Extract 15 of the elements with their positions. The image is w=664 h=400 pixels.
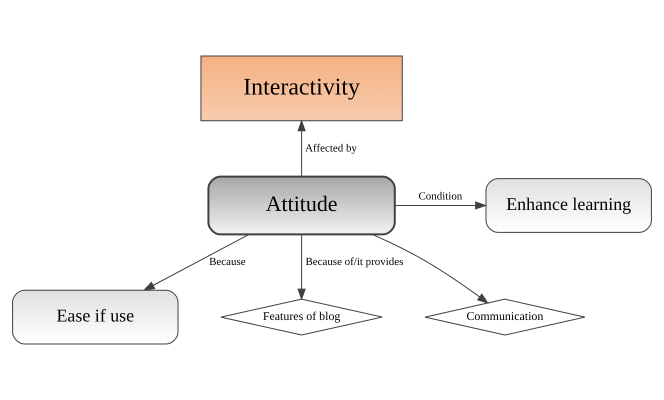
edge-label: Because of/it provides (305, 256, 404, 268)
node-box: Ease if use (12, 290, 179, 345)
node-box: Interactivity (200, 55, 403, 122)
node-diamond: Features of blog (220, 298, 383, 336)
arrow (297, 119, 306, 177)
arrow (142, 234, 250, 291)
node-diamond: Communication (424, 298, 586, 336)
edge-label: Condition (418, 190, 462, 202)
arrow (372, 234, 489, 304)
node-box: Enhance learning (485, 178, 652, 233)
edge-label: Affected by (305, 142, 357, 154)
arrow (394, 201, 488, 210)
arrow (297, 234, 306, 301)
node-box: Attitude (207, 176, 396, 236)
edge-label: Because (209, 256, 246, 268)
